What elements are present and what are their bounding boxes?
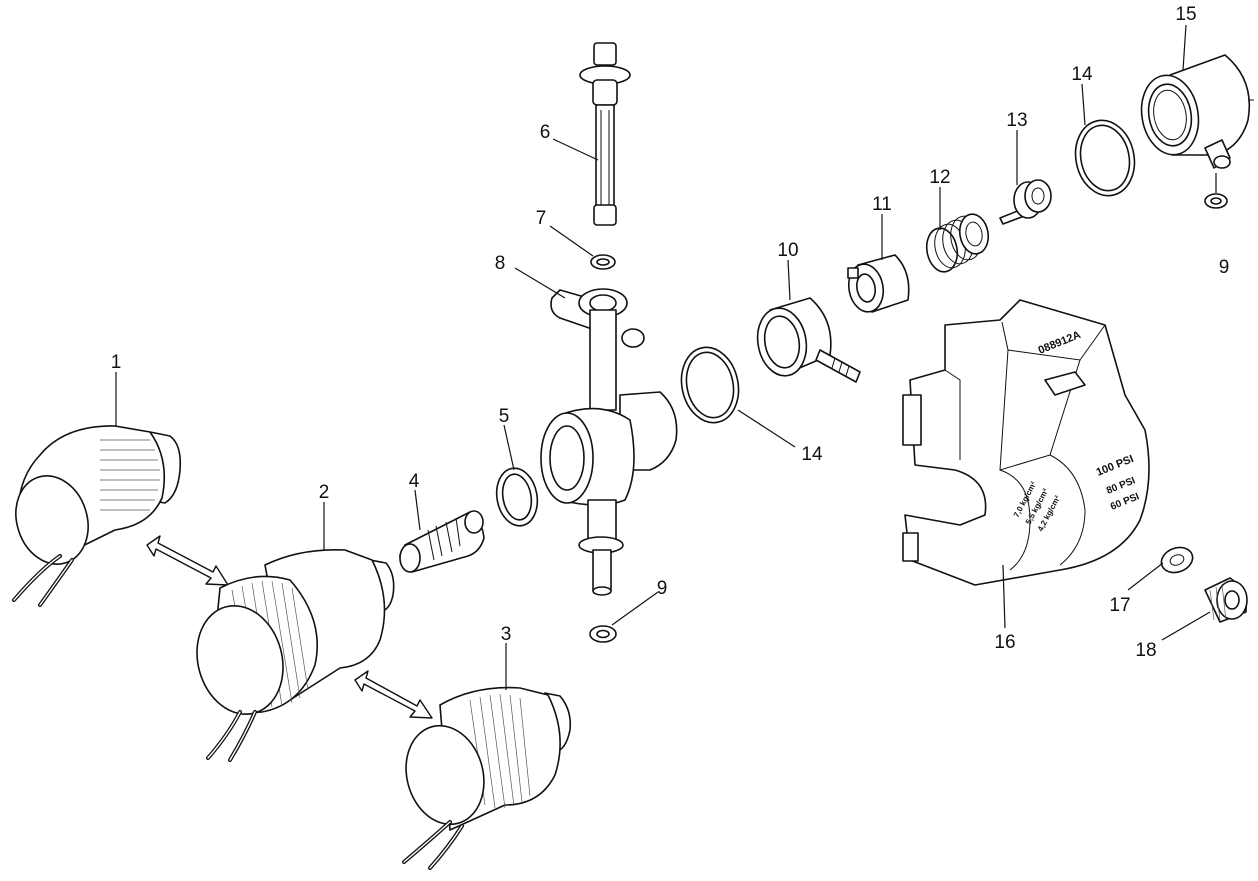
- callout-3: 3: [501, 624, 512, 645]
- valve-body-8: [540, 288, 678, 596]
- leader-lines: [115, 24, 1217, 690]
- callout-4: 4: [409, 471, 420, 492]
- callout-11: 11: [872, 194, 892, 215]
- knurled-cap-18: [1204, 577, 1248, 623]
- callout-7: 7: [536, 208, 547, 229]
- callout-17: 17: [1109, 595, 1130, 616]
- adjustment-ring-10: [756, 297, 861, 383]
- callout-5: 5: [499, 406, 510, 427]
- o-ring-5: [495, 467, 539, 527]
- callout-9-lower: 9: [657, 578, 668, 599]
- poppet-13: [999, 179, 1052, 225]
- cap-fitting-15: [1140, 54, 1254, 169]
- o-ring-14-lower: [680, 346, 740, 424]
- swap-arrow-2-3: [354, 670, 433, 719]
- plunger-4: [399, 510, 485, 573]
- callout-14-lower: 14: [801, 444, 823, 465]
- callout-labels: 1 2 3 4 5 6 7 8 9 9 10 11 12 13 14 14 15…: [111, 4, 1230, 661]
- spring-12: [925, 213, 990, 273]
- solenoid-coil-1: [12, 425, 182, 607]
- callout-6: 6: [540, 122, 551, 143]
- o-ring-7: [590, 254, 616, 270]
- callout-13: 13: [1006, 110, 1027, 131]
- o-ring-9-lower: [589, 625, 617, 643]
- spring-seat-11: [847, 254, 910, 313]
- callout-16: 16: [994, 632, 1015, 653]
- o-ring-14-upper: [1074, 119, 1136, 197]
- swap-arrow-1-2: [146, 535, 229, 586]
- solenoid-coil-2: [196, 548, 395, 762]
- callout-15: 15: [1175, 4, 1196, 25]
- solenoid-coil-3: [402, 686, 572, 870]
- stem-6: [579, 42, 631, 226]
- o-ring-9-upper: [1204, 193, 1228, 209]
- callout-8: 8: [495, 253, 506, 274]
- washer-17: [1160, 546, 1194, 574]
- callout-12: 12: [929, 167, 950, 188]
- regulator-housing-16: 088912A 100 PSI 80 PSI 60 PSI 7,0 kg/cm²…: [902, 299, 1150, 586]
- callout-2: 2: [319, 482, 330, 503]
- callout-18: 18: [1135, 640, 1156, 661]
- callout-10: 10: [777, 240, 798, 261]
- callout-9-upper: 9: [1219, 257, 1230, 278]
- callout-1: 1: [111, 352, 122, 373]
- callout-14-upper: 14: [1071, 64, 1093, 85]
